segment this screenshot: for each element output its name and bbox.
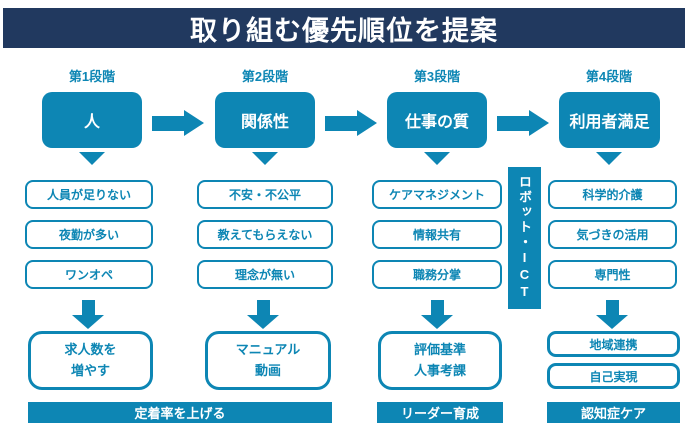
title-bar: 取り組む優先順位を提案	[3, 8, 685, 48]
stage-4-item-box: 専門性	[548, 260, 677, 289]
arrow-right-icon	[325, 109, 377, 137]
arrow-stem	[325, 115, 357, 131]
action-line: 増やす	[70, 362, 110, 378]
arrow-stem	[497, 115, 529, 131]
arrow-stem	[256, 300, 270, 315]
stage-4-box: 利用者満足	[559, 92, 660, 148]
stage-2-action-box: マニュアル 動画	[205, 331, 331, 390]
action-line: 求人数を	[64, 342, 117, 358]
stage-2-label: 第2段階	[241, 69, 289, 84]
arrow-head	[421, 315, 453, 329]
stage-4-action-box: 地域連携	[547, 331, 680, 357]
arrow-head	[184, 110, 204, 136]
triangle-down-icon	[79, 152, 105, 165]
triangle-down-icon	[424, 152, 450, 165]
footer-retention-bar: 定着率を上げる	[28, 402, 332, 423]
arrow-head	[247, 315, 279, 329]
stage-1-box: 人	[42, 92, 142, 148]
stage-1-label: 第1段階	[68, 69, 116, 84]
footer-leader-bar: リーダー育成	[377, 402, 503, 423]
arrow-down-icon	[72, 300, 104, 329]
stage-4-label: 第4段階	[585, 69, 633, 84]
arrow-down-icon	[596, 300, 628, 329]
arrow-stem	[81, 300, 95, 315]
page-title: 取り組む優先順位を提案	[190, 15, 498, 46]
stage-3-item-box: 職務分掌	[372, 260, 502, 289]
stage-4-item-box: 科学的介護	[548, 180, 677, 209]
stage-1-item-box: ワンオペ	[25, 260, 153, 289]
arrow-down-icon	[421, 300, 453, 329]
stage-1-item-box: 人員が足りない	[25, 180, 153, 209]
stage-4-item-box: 気づきの活用	[548, 220, 677, 249]
arrow-head	[357, 110, 377, 136]
arrow-right-icon	[497, 109, 549, 137]
stage-3-item-box: ケアマネジメント	[372, 180, 502, 209]
stage-4-action-box: 自己実現	[547, 363, 680, 389]
stage-3-label: 第3段階	[413, 69, 461, 84]
robot-ict-bar: ロボット・ICT	[508, 167, 541, 309]
stage-2-item-box: 理念が無い	[197, 260, 333, 289]
action-line: マニュアル	[235, 342, 301, 358]
arrow-stem	[152, 115, 184, 131]
arrow-stem	[430, 300, 444, 315]
stage-3-box: 仕事の質	[387, 92, 487, 148]
arrow-right-icon	[152, 109, 204, 137]
stage-2-item-box: 教えてもらえない	[197, 220, 333, 249]
arrow-stem	[605, 300, 619, 315]
triangle-down-icon	[596, 152, 622, 165]
arrow-head	[72, 315, 104, 329]
triangle-down-icon	[252, 152, 278, 165]
action-line: 人事考課	[413, 362, 466, 378]
arrow-down-icon	[247, 300, 279, 329]
stage-3-action-box: 評価基準 人事考課	[378, 331, 502, 390]
arrow-head	[596, 315, 628, 329]
stage-1-action-box: 求人数を 増やす	[28, 331, 153, 390]
stage-3-item-box: 情報共有	[372, 220, 502, 249]
stage-2-box: 関係性	[215, 92, 315, 148]
action-line: 評価基準	[413, 342, 466, 358]
arrow-head	[529, 110, 549, 136]
action-line: 動画	[254, 362, 281, 378]
footer-dementia-bar: 認知症ケア	[547, 402, 680, 423]
stage-2-item-box: 不安・不公平	[197, 180, 333, 209]
stage-1-item-box: 夜勤が多い	[25, 220, 153, 249]
